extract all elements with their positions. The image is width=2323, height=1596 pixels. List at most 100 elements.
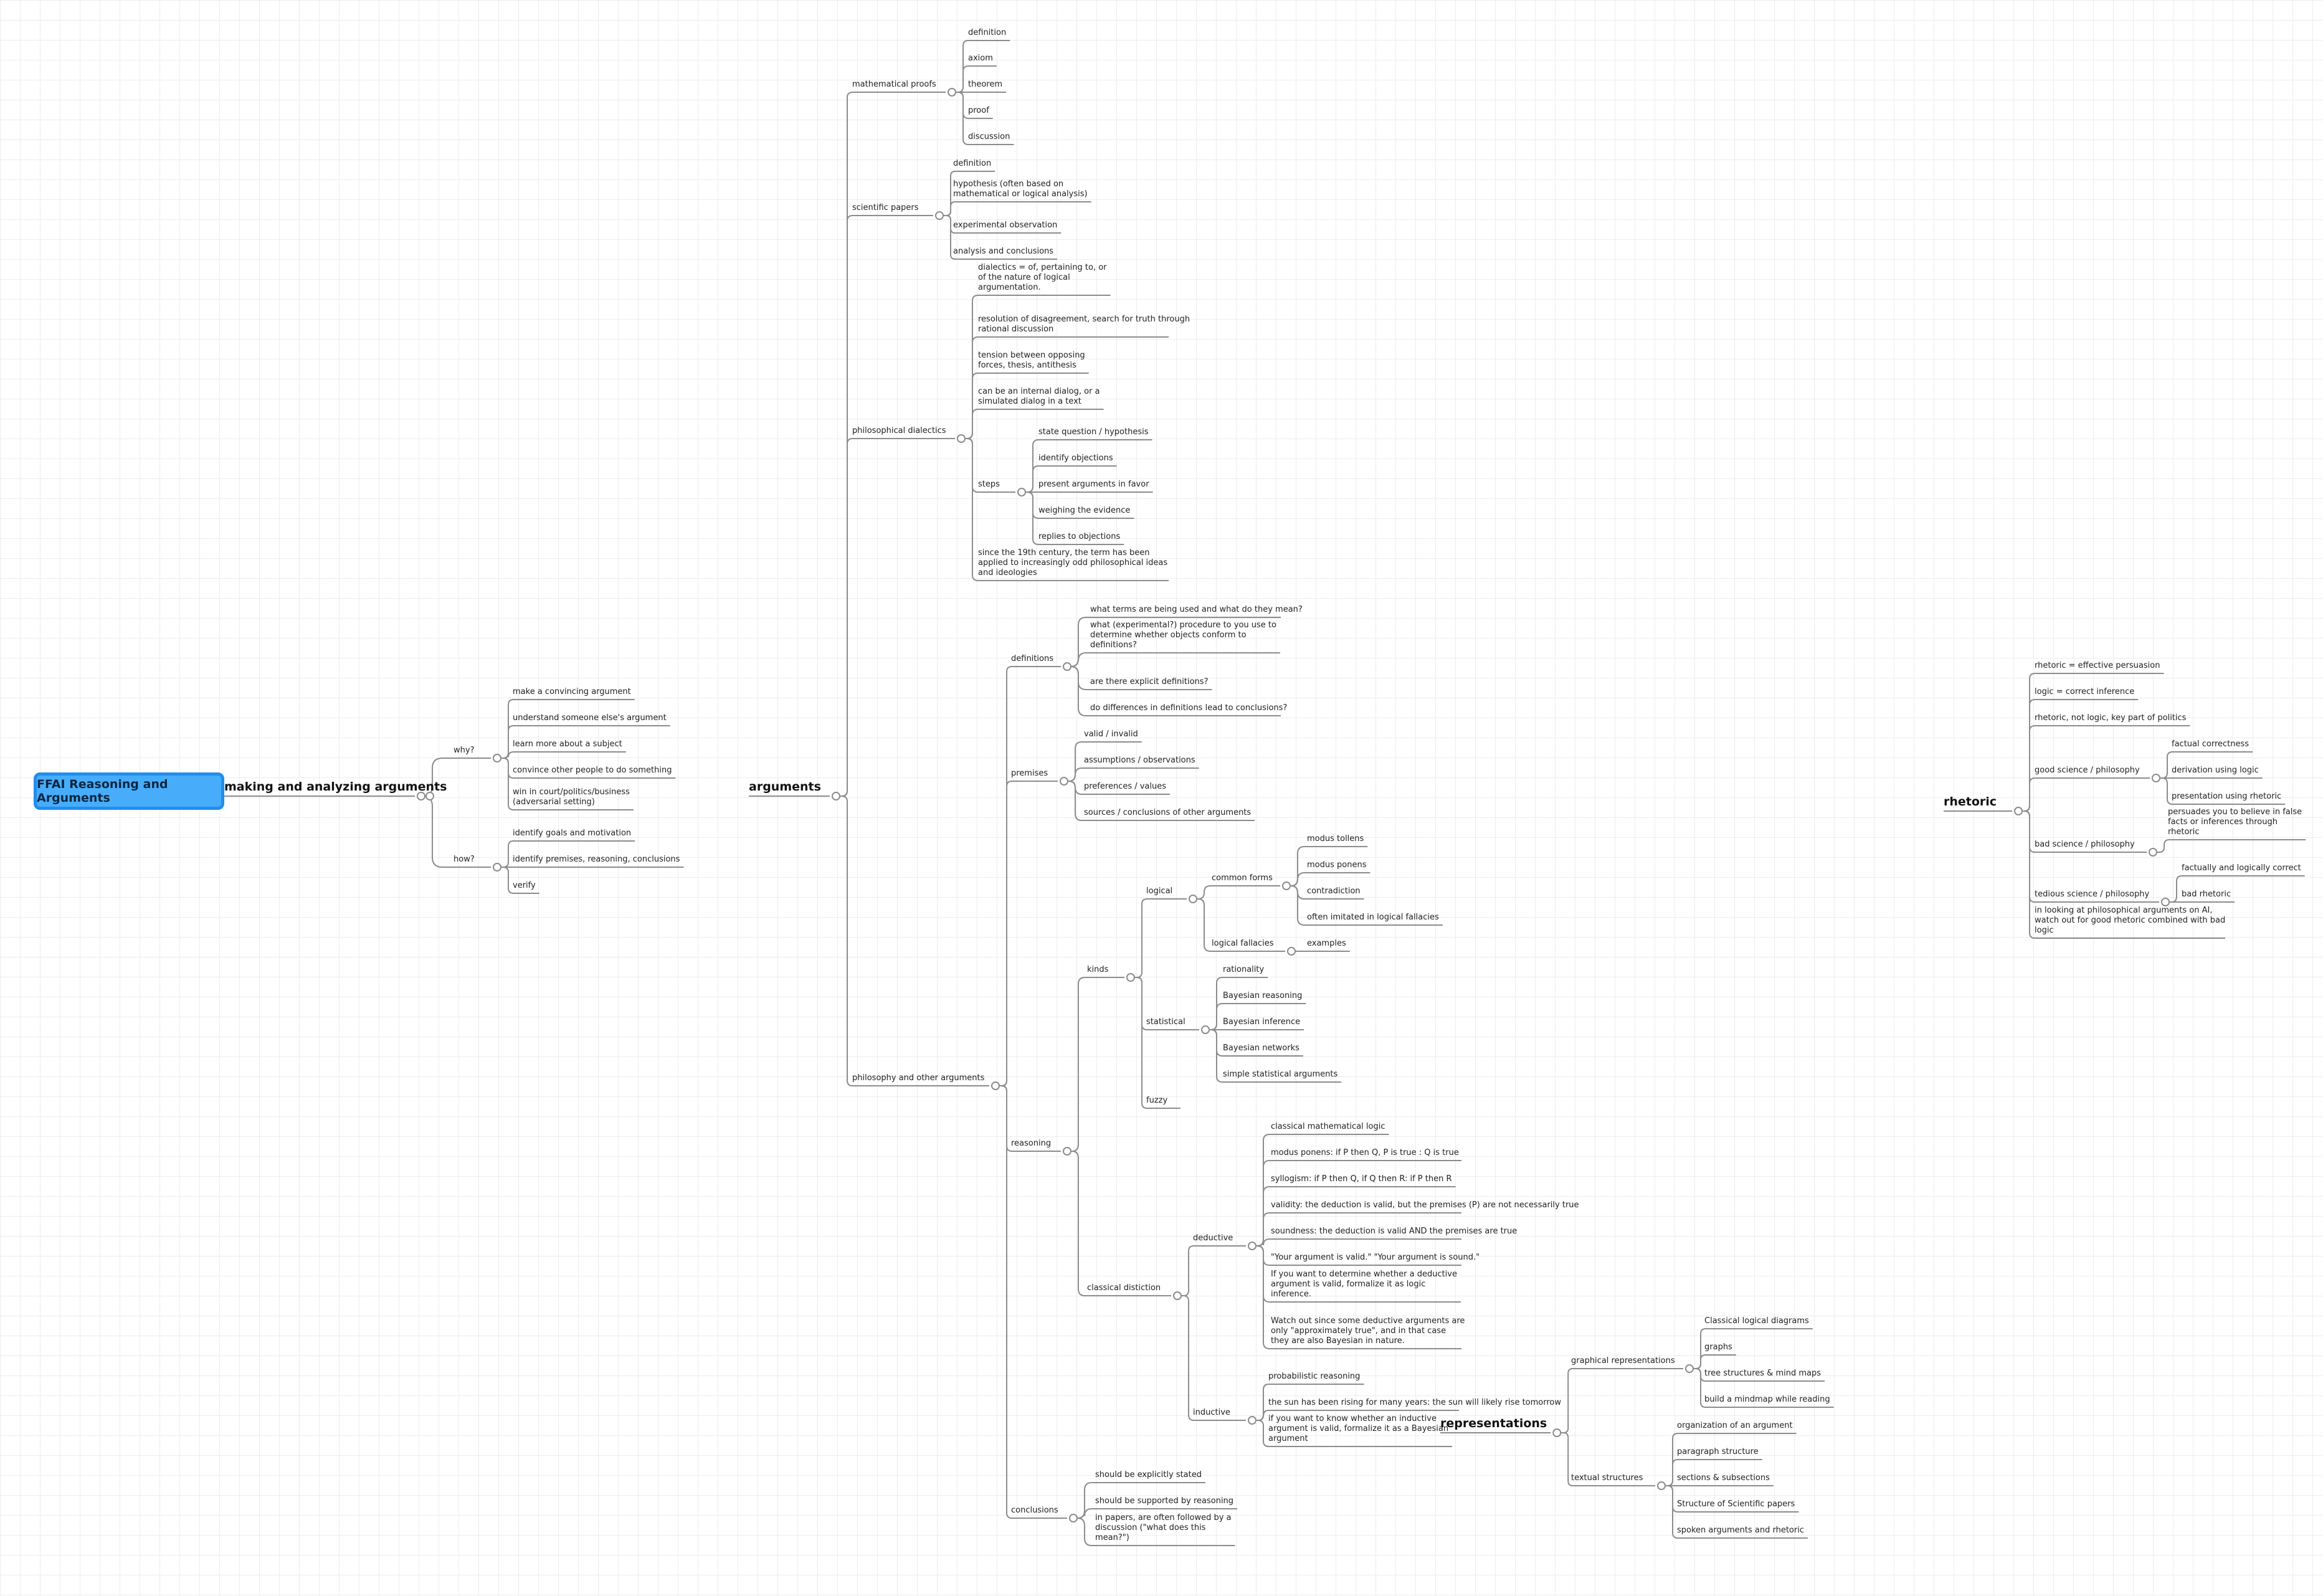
topic-arg[interactable]: arguments [749,780,821,794]
topic-g2[interactable]: graphs [1704,1342,1732,1352]
collapse-toggle-ind[interactable] [1248,1416,1257,1425]
topic-gs3[interactable]: presentation using rhetoric [2172,792,2282,801]
topic-bs1[interactable]: persuades you to believe in false facts … [2168,807,2302,837]
topic-r7[interactable]: in looking at philosophical arguments on… [2035,906,2226,935]
topic-de6[interactable]: "Your argument is valid." "Your argument… [1271,1253,1480,1262]
topic-why5[interactable]: win in court/politics/business (adversar… [513,787,630,807]
topic-stat[interactable]: statistical [1146,1017,1185,1027]
collapse-toggle-how[interactable] [493,863,501,872]
topic-m4[interactable]: proof [968,106,989,115]
topic-t1[interactable]: organization of an argument [1677,1421,1793,1430]
collapse-toggle-conc[interactable] [1069,1514,1078,1522]
topic-reas[interactable]: reasoning [1011,1139,1052,1148]
topic-mk[interactable]: making and analyzing arguments [224,780,447,794]
topic-why4[interactable]: convince other people to do something [513,766,672,775]
topic-g1[interactable]: Classical logical diagrams [1704,1316,1809,1326]
topic-pr3[interactable]: preferences / values [1084,782,1167,791]
topic-p6[interactable]: since the 19th century, the term has bee… [978,548,1168,577]
topic-how1[interactable]: identify goals and motivation [513,829,632,838]
collapse-toggle-stat[interactable] [1201,1025,1210,1034]
topic-r2[interactable]: logic = correct inference [2035,687,2135,696]
topic-cf1[interactable]: modus tollens [1307,834,1364,843]
topic-de8[interactable]: Watch out since some deductive arguments… [1271,1316,1465,1346]
topic-why1[interactable]: make a convincing argument [513,687,631,696]
topic-bs[interactable]: bad science / philosophy [2035,840,2135,849]
central-topic-node[interactable]: FFAI Reasoning and Arguments [34,772,224,810]
collapse-toggle-tsc[interactable] [2161,898,2170,906]
collapse-toggle-logi[interactable] [1189,895,1197,903]
topic-why[interactable]: why? [454,746,475,755]
topic-de3[interactable]: syllogism: if P then Q, if Q then R: if … [1271,1174,1452,1184]
collapse-toggle-kinds[interactable] [1126,973,1135,982]
topic-s1[interactable]: definition [953,159,992,168]
collapse-toggle-steps[interactable] [1017,488,1026,496]
topic-why2[interactable]: understand someone else's argument [513,713,667,723]
topic-cf4[interactable]: often imitated in logical fallacies [1307,913,1439,922]
topic-rh[interactable]: rhetoric [1944,795,1997,809]
collapse-toggle-bs[interactable] [2149,848,2157,857]
collapse-toggle-why[interactable] [493,754,501,762]
collapse-toggle-mk[interactable] [417,792,425,800]
topic-fuz[interactable]: fuzzy [1146,1096,1168,1105]
topic-pr1[interactable]: valid / invalid [1084,729,1138,739]
topic-st3[interactable]: present arguments in favor [1038,480,1149,489]
collapse-toggle-lf[interactable] [1287,947,1296,956]
topic-sci[interactable]: scientific papers [852,203,919,212]
topic-de4[interactable]: validity: the deduction is valid, but th… [1271,1200,1579,1210]
topic-d3[interactable]: are there explicit definitions? [1090,677,1209,686]
collapse-toggle-math[interactable] [948,88,956,97]
topic-m3[interactable]: theorem [968,80,1003,89]
topic-tsc[interactable]: tedious science / philosophy [2035,890,2150,899]
topic-s3[interactable]: experimental observation [953,221,1058,230]
topic-r1[interactable]: rhetoric = effective persuasion [2035,661,2160,670]
topic-m5[interactable]: discussion [968,132,1010,141]
topic-in3[interactable]: if you want to know whether an inductive… [1268,1414,1449,1443]
topic-de1[interactable]: classical mathematical logic [1271,1122,1385,1131]
topic-defs[interactable]: definitions [1011,654,1053,663]
topic-co2[interactable]: should be supported by reasoning [1095,1496,1234,1506]
collapse-toggle-cf[interactable] [1282,881,1291,890]
topic-kinds[interactable]: kinds [1087,965,1109,974]
topic-logi[interactable]: logical [1146,886,1173,896]
topic-gs[interactable]: good science / philosophy [2035,766,2140,775]
collapse-toggle-poa[interactable] [991,1081,1000,1090]
topic-sa2[interactable]: Bayesian reasoning [1223,991,1303,1000]
topic-sa4[interactable]: Bayesian networks [1223,1043,1299,1053]
topic-cd[interactable]: classical distiction [1087,1283,1161,1293]
collapse-toggle-reas[interactable] [1063,1147,1071,1156]
topic-sa3[interactable]: Bayesian inference [1223,1017,1301,1027]
topic-gs1[interactable]: factual correctness [2172,739,2249,749]
collapse-toggle-defs[interactable] [1063,662,1071,671]
collapse-toggle-cd[interactable] [1173,1291,1182,1300]
topic-s2[interactable]: hypothesis (often based on mathematical … [953,179,1088,199]
topic-st2[interactable]: identify objections [1038,454,1113,463]
topic-st5[interactable]: replies to objections [1038,532,1121,541]
topic-t5[interactable]: spoken arguments and rhetoric [1677,1526,1804,1535]
topic-t3[interactable]: sections & subsections [1677,1473,1770,1483]
topic-conc[interactable]: conclusions [1011,1506,1058,1515]
topic-d4[interactable]: do differences in definitions lead to co… [1090,703,1288,713]
topic-ded[interactable]: deductive [1193,1233,1233,1243]
topic-ts[interactable]: textual structures [1571,1473,1643,1483]
topic-p4[interactable]: can be an internal dialog, or a simulate… [978,387,1100,406]
topic-tsc2[interactable]: bad rhetoric [2182,890,2231,899]
topic-de5[interactable]: soundness: the deduction is valid AND th… [1271,1227,1518,1236]
topic-cf[interactable]: common forms [1212,873,1273,883]
topic-how[interactable]: how? [454,855,475,864]
topic-how2[interactable]: identify premises, reasoning, conclusion… [513,855,680,864]
topic-sa1[interactable]: rationality [1223,965,1265,974]
topic-m1[interactable]: definition [968,28,1007,37]
topic-in2[interactable]: the sun has been rising for many years: … [1268,1398,1561,1407]
topic-prem[interactable]: premises [1011,769,1048,778]
topic-tsc1[interactable]: factually and logically correct [2182,863,2301,873]
collapse-toggle-mk-root[interactable] [425,792,434,800]
topic-sa5[interactable]: simple statistical arguments [1223,1070,1338,1079]
topic-math[interactable]: mathematical proofs [852,80,936,89]
topic-g4[interactable]: build a mindmap while reading [1704,1395,1830,1404]
topic-t4[interactable]: Structure of Scientific papers [1677,1499,1795,1509]
collapse-toggle-gs[interactable] [2152,774,2160,782]
collapse-toggle-ded[interactable] [1248,1242,1257,1250]
topic-pr4[interactable]: sources / conclusions of other arguments [1084,808,1252,817]
topic-st4[interactable]: weighing the evidence [1038,506,1131,515]
topic-ind[interactable]: inductive [1193,1408,1230,1417]
